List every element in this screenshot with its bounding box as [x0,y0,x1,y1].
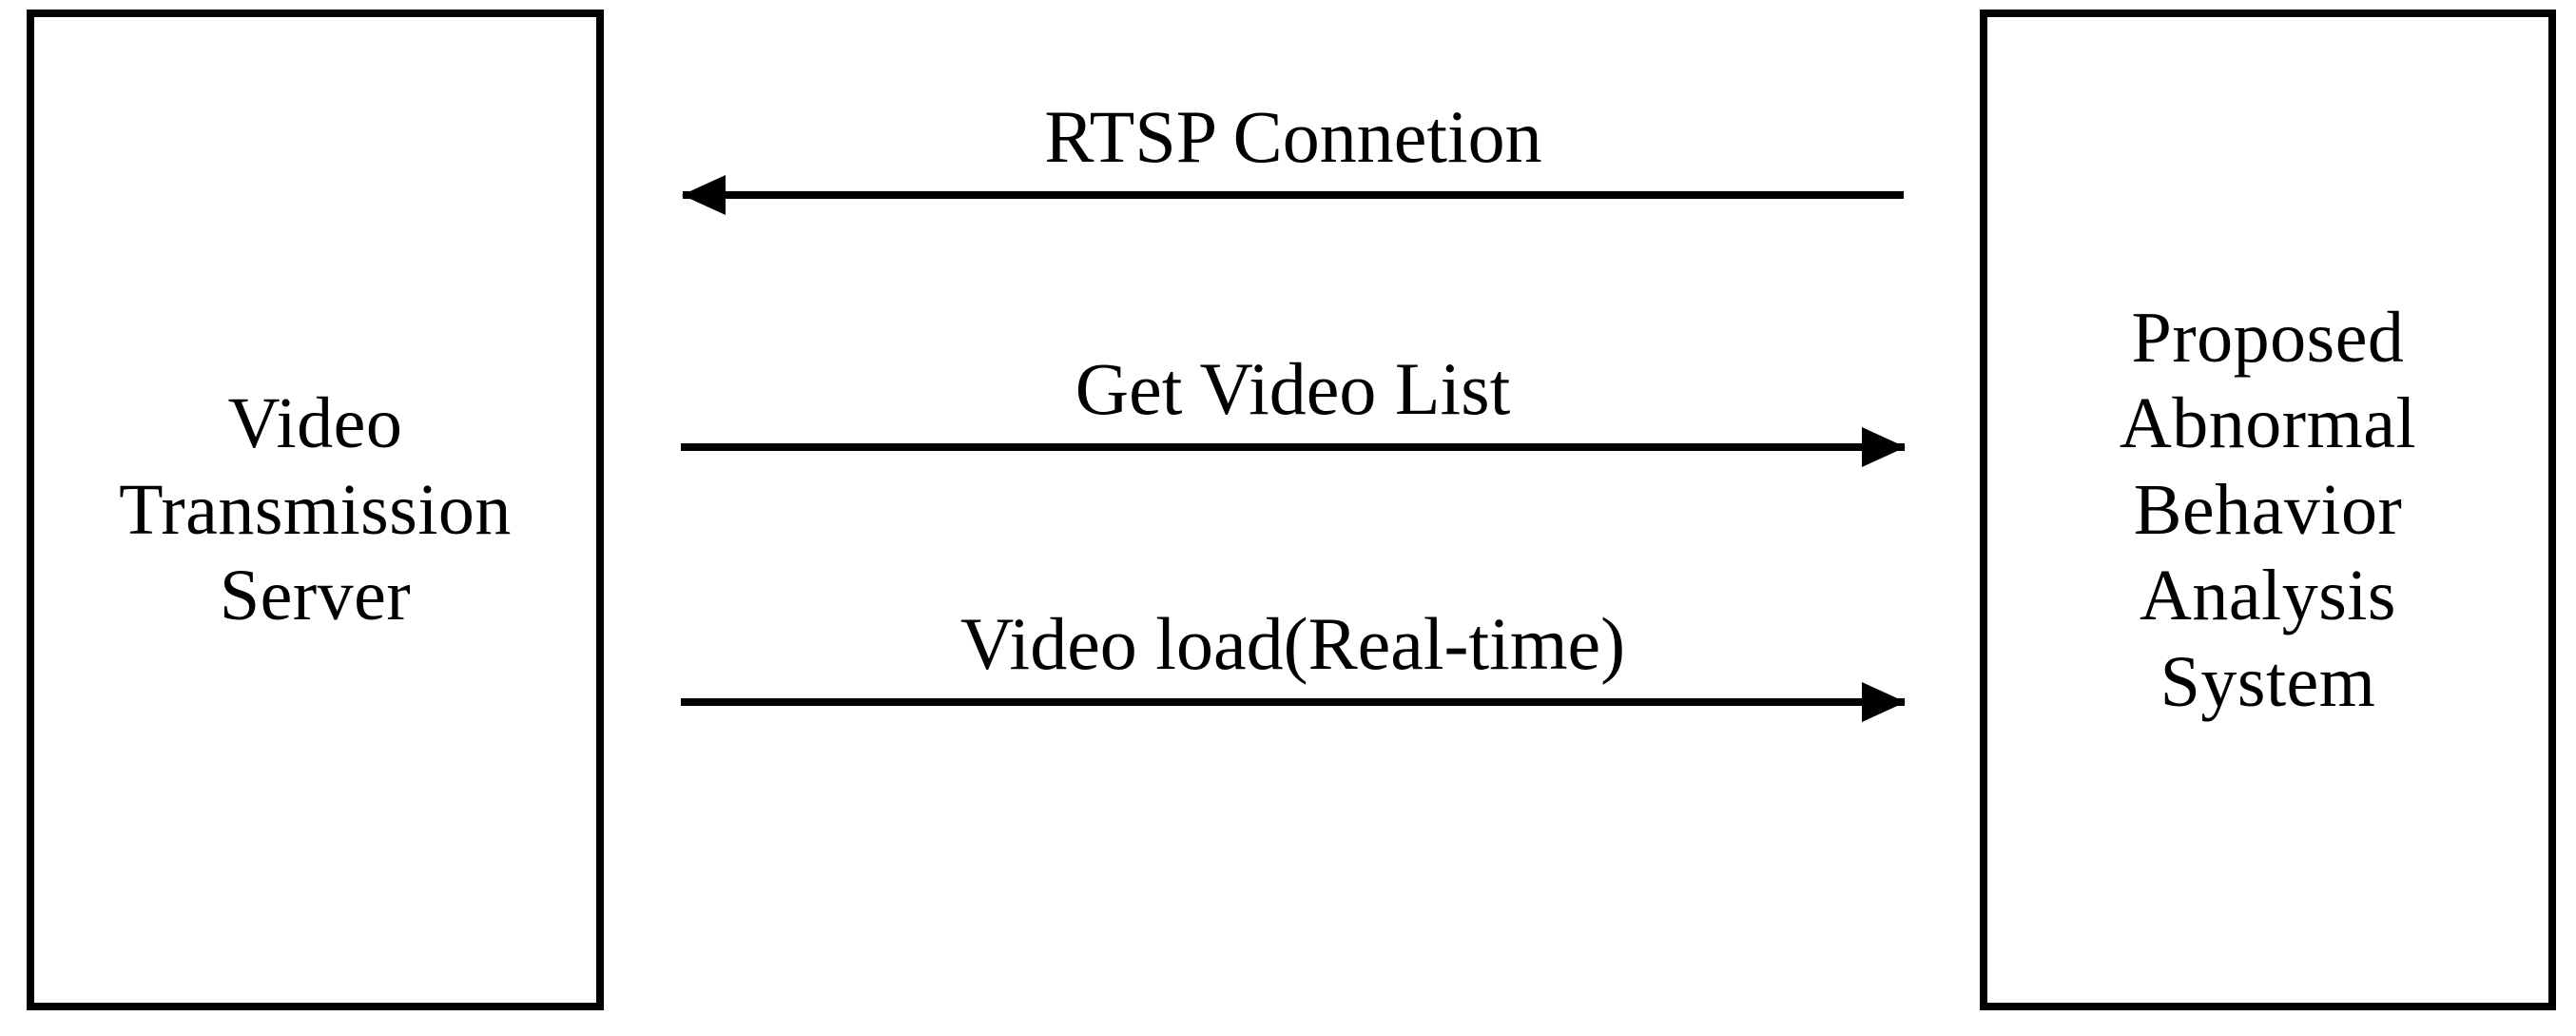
message-video-load-real-time-label: Video load(Real-time) [959,602,1626,685]
node-right-label: Proposed Abnormal Behavior Analysis Syst… [2119,297,2417,722]
message-rtsp-connetion: RTSP Connetion [682,0,1904,215]
message-rtsp-connetion-label: RTSP Connetion [1044,95,1542,178]
arrow-head-right-icon [1862,682,1906,722]
message-get-video-list: Get Video List [681,247,1906,467]
arrow-head-left-icon [682,175,726,215]
node-left-label: Video Transmission Server [119,383,512,636]
node-video-transmission-server: Video Transmission Server [27,10,604,1010]
node-proposed-abnormal-behavior-analysis-system: Proposed Abnormal Behavior Analysis Syst… [1980,10,2556,1010]
arrow-head-right-icon [1862,427,1906,467]
message-get-video-list-label: Get Video List [1075,347,1511,430]
message-video-load-real-time: Video load(Real-time) [681,504,1906,722]
arrow-line-video-load-real-time [681,698,1905,706]
arrow-line-rtsp-connetion [683,191,1904,199]
arrow-line-get-video-list [681,443,1905,451]
